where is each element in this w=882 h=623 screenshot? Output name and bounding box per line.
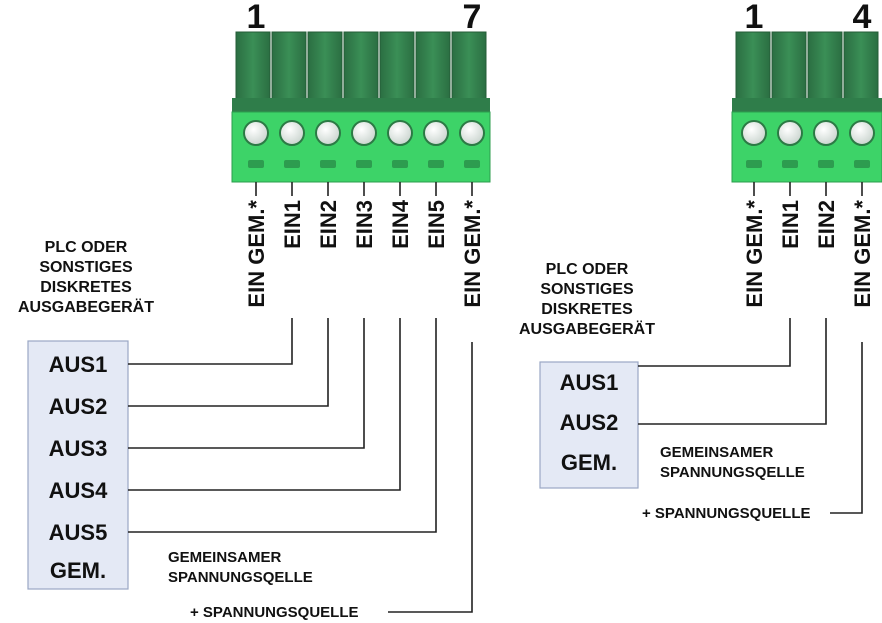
common-note: GEMEINSAMER SPANNUNGSQELLE bbox=[168, 549, 313, 586]
wire-slots bbox=[248, 160, 480, 168]
pin-number-first: 1 bbox=[247, 0, 266, 36]
terminal-label: EIN GEM.* bbox=[244, 200, 269, 308]
terminal-label: EIN GEM.* bbox=[850, 200, 875, 308]
supply-label: + SPANNUNGSQUELLE bbox=[642, 505, 811, 522]
svg-text:SPANNUNGSQELLE: SPANNUNGSQELLE bbox=[168, 569, 313, 586]
terminal-ticks bbox=[255, 182, 473, 196]
wires bbox=[128, 318, 473, 613]
terminal-label: EIN5 bbox=[424, 200, 449, 249]
svg-text:DISKRETES: DISKRETES bbox=[541, 301, 633, 318]
terminal-screws bbox=[243, 120, 485, 146]
terminal-label: EIN1 bbox=[778, 200, 803, 249]
terminal-labels: EIN GEM.* EIN1 EIN2 EIN GEM.* bbox=[742, 200, 875, 308]
output-label: AUS4 bbox=[49, 478, 108, 503]
terminal-screws bbox=[741, 120, 875, 146]
terminal-label: EIN2 bbox=[814, 200, 839, 249]
pin-number-last: 4 bbox=[853, 0, 872, 36]
connector-4-pin: 1 4 bbox=[731, 0, 882, 183]
device-caption: PLC ODER SONSTIGES DISKRETES AUSGABEGERÄ… bbox=[18, 239, 154, 316]
wire-slots bbox=[746, 160, 870, 168]
output-label: AUS2 bbox=[560, 410, 619, 435]
svg-text:PLC ODER: PLC ODER bbox=[45, 239, 128, 256]
svg-text:GEMEINSAMER: GEMEINSAMER bbox=[660, 444, 774, 461]
connector-pins bbox=[235, 31, 487, 101]
connector-7-pin: 1 7 bbox=[231, 0, 491, 183]
svg-text:SONSTIGES: SONSTIGES bbox=[39, 259, 133, 276]
common-note: GEMEINSAMER SPANNUNGSQELLE bbox=[660, 444, 805, 481]
terminal-label: EIN4 bbox=[388, 199, 413, 249]
terminal-label: EIN GEM.* bbox=[460, 200, 485, 308]
svg-text:SPANNUNGSQELLE: SPANNUNGSQELLE bbox=[660, 464, 805, 481]
connector-pins bbox=[735, 31, 879, 101]
terminal-label: EIN GEM.* bbox=[742, 200, 767, 308]
output-device-box bbox=[27, 340, 129, 590]
output-label: GEM. bbox=[561, 450, 617, 475]
terminal-label: EIN3 bbox=[352, 200, 377, 249]
output-label: AUS2 bbox=[49, 394, 108, 419]
svg-text:PLC ODER: PLC ODER bbox=[546, 261, 629, 278]
output-labels: AUS1 AUS2 AUS3 AUS4 AUS5 GEM. bbox=[49, 352, 108, 583]
terminal-label: EIN2 bbox=[316, 200, 341, 249]
svg-text:GEMEINSAMER: GEMEINSAMER bbox=[168, 549, 282, 566]
pin-number-last: 7 bbox=[463, 0, 482, 36]
output-labels: AUS1 AUS2 GEM. bbox=[560, 370, 619, 475]
output-label: AUS5 bbox=[49, 520, 108, 545]
terminal-labels: EIN GEM.* EIN1 EIN2 EIN3 EIN4 EIN5 EIN G… bbox=[244, 199, 485, 307]
output-label: AUS1 bbox=[49, 352, 108, 377]
pin-number-first: 1 bbox=[745, 0, 764, 36]
terminal-label: EIN1 bbox=[280, 200, 305, 249]
terminal-ticks bbox=[753, 182, 863, 196]
svg-text:SONSTIGES: SONSTIGES bbox=[540, 281, 634, 298]
svg-text:AUSGABEGERÄT: AUSGABEGERÄT bbox=[18, 298, 154, 316]
output-label: AUS3 bbox=[49, 436, 108, 461]
wires bbox=[638, 318, 863, 514]
output-device-box bbox=[539, 361, 639, 489]
output-label: AUS1 bbox=[560, 370, 619, 395]
svg-text:DISKRETES: DISKRETES bbox=[40, 279, 132, 296]
supply-label: + SPANNUNGSQUELLE bbox=[190, 604, 359, 621]
device-caption: PLC ODER SONSTIGES DISKRETES AUSGABEGERÄ… bbox=[519, 261, 655, 338]
svg-text:AUSGABEGERÄT: AUSGABEGERÄT bbox=[519, 320, 655, 338]
output-label: GEM. bbox=[50, 558, 106, 583]
